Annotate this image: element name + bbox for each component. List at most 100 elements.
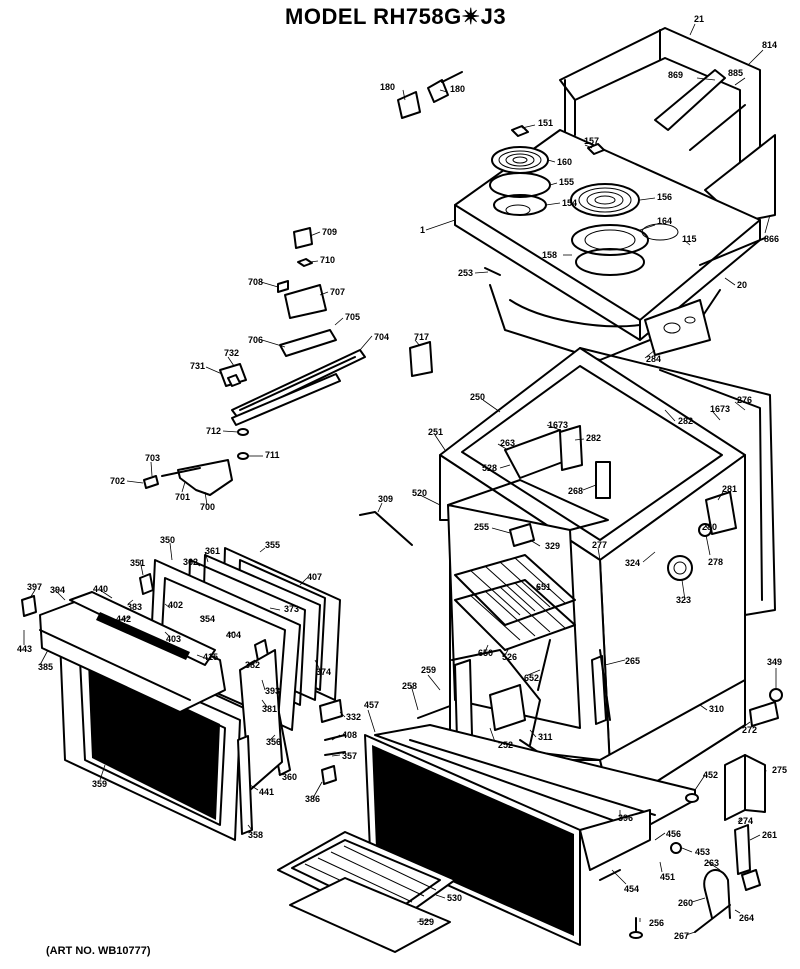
part-label: 717 (414, 332, 429, 342)
part-label: 282 (586, 433, 601, 443)
part-label: 394 (50, 585, 65, 595)
part-label: 250 (470, 392, 485, 402)
part-label: 701 (175, 492, 190, 502)
part-label: 115 (682, 234, 697, 244)
part-label: 869 (668, 70, 683, 80)
part-label: 253 (458, 268, 473, 278)
part-label: 157 (584, 136, 599, 146)
part-label: 373 (284, 604, 299, 614)
broiler-pan (277, 831, 456, 953)
part-label: 357 (342, 751, 357, 761)
part-label: 703 (145, 453, 160, 463)
part-label: 164 (657, 216, 672, 226)
part-label: 356 (266, 737, 281, 747)
surface-unit-small (489, 146, 551, 216)
part-label: 259 (421, 665, 436, 675)
part-label: 1 (420, 225, 425, 235)
cooktop-assembly (454, 125, 766, 361)
terminal-block (397, 71, 463, 119)
backsplash-assembly (559, 27, 776, 223)
leveling-parts (629, 754, 766, 939)
part-label: 265 (625, 656, 640, 666)
part-label: 397 (27, 582, 42, 592)
part-label: 264 (739, 913, 754, 923)
part-label: 268 (568, 486, 583, 496)
part-label: 274 (738, 816, 753, 826)
oven-body (359, 347, 783, 811)
part-label: 158 (542, 250, 557, 260)
part-label: 362 (183, 557, 198, 567)
part-label: 284 (646, 354, 661, 364)
part-label: 282 (678, 416, 693, 426)
part-label: 360 (282, 772, 297, 782)
part-label: 530 (447, 893, 462, 903)
part-label: 267 (674, 931, 689, 941)
part-label: 278 (708, 557, 723, 567)
part-label: 702 (110, 476, 125, 486)
part-label: 415 (203, 652, 218, 662)
part-label: 866 (764, 234, 779, 244)
part-label: 393 (265, 686, 280, 696)
part-label: 708 (248, 277, 263, 287)
part-label: 252 (498, 740, 513, 750)
part-label: 454 (624, 884, 639, 894)
part-label: 386 (305, 794, 320, 804)
part-label: 311 (538, 732, 553, 742)
part-label: 440 (93, 584, 108, 594)
part-label: 359 (92, 779, 107, 789)
part-label: 651 (536, 582, 551, 592)
part-label: 261 (762, 830, 777, 840)
part-label: 324 (625, 558, 640, 568)
part-label: 526 (502, 652, 517, 662)
part-label: 709 (322, 227, 337, 237)
part-label: 385 (38, 662, 53, 672)
part-label: 1673 (548, 420, 568, 430)
part-label: 256 (649, 918, 664, 928)
part-label: 404 (226, 630, 241, 640)
part-label: 456 (666, 829, 681, 839)
part-label: 276 (737, 395, 752, 405)
part-label: 281 (722, 484, 737, 494)
drawer-assembly (364, 724, 696, 946)
part-label: 156 (657, 192, 672, 202)
part-label: 20 (737, 280, 747, 290)
part-label: 358 (248, 830, 263, 840)
part-label: 154 (562, 198, 577, 208)
part-label: 732 (224, 348, 239, 358)
part-label: 451 (660, 872, 675, 882)
part-label: 453 (695, 847, 710, 857)
part-label: 272 (742, 725, 757, 735)
part-label: 712 (206, 426, 221, 436)
part-label: 1673 (710, 404, 730, 414)
part-label: 705 (345, 312, 360, 322)
part-label: 351 (130, 558, 145, 568)
part-label: 650 (478, 648, 493, 658)
part-label: 374 (316, 667, 331, 677)
part-labels: 21 814 869 885 866 180 180 151 157 160 1… (17, 14, 787, 941)
part-label: 383 (127, 602, 142, 612)
part-label: 258 (402, 681, 417, 691)
part-label: 707 (330, 287, 345, 297)
part-label: 396 (618, 813, 633, 823)
model-title: MODEL RH758G✴J3 (285, 4, 507, 29)
part-label: 452 (703, 770, 718, 780)
part-label: 652 (524, 673, 539, 683)
part-label: 349 (767, 657, 782, 667)
rotisserie-parts (143, 227, 433, 496)
part-label: 407 (307, 572, 322, 582)
part-label: 403 (166, 634, 181, 644)
part-label: 442 (116, 614, 131, 624)
part-label: 151 (538, 118, 553, 128)
part-label: 700 (200, 502, 215, 512)
part-label: 263 (500, 438, 515, 448)
part-label: 277 (592, 540, 607, 550)
part-label: 21 (694, 14, 704, 24)
part-label: 350 (160, 535, 175, 545)
part-label: 711 (265, 450, 280, 460)
part-label: 885 (728, 68, 743, 78)
part-label: 280 (702, 522, 717, 532)
part-label: 457 (364, 700, 379, 710)
part-label: 381 (262, 704, 277, 714)
part-label: 354 (200, 614, 215, 624)
